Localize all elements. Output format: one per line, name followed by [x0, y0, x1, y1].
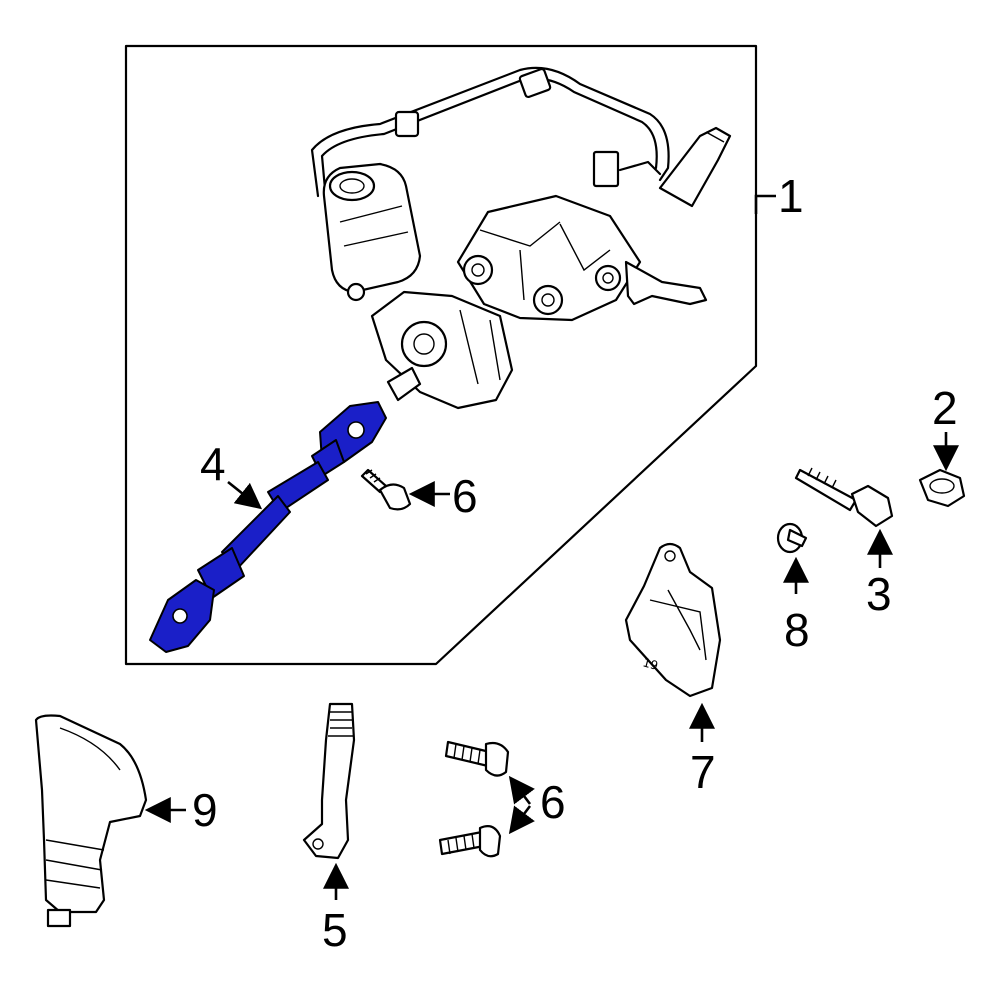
assembly-frame: [124, 44, 758, 666]
callout-5: 5: [322, 904, 348, 956]
boot-seal-9[interactable]: [34, 714, 148, 928]
bolt-6-lower-a[interactable]: [444, 740, 510, 777]
cover-7[interactable]: 19: [624, 542, 722, 698]
intermediate-shaft[interactable]: [149, 401, 387, 653]
lower-shaft-5[interactable]: [302, 702, 356, 860]
callout-1: 1: [778, 170, 804, 222]
bolt-6-upper[interactable]: [360, 468, 412, 511]
bolt-6-lower-b[interactable]: [438, 825, 502, 858]
callout-2: 2: [932, 382, 958, 434]
callout-3: 3: [866, 568, 892, 620]
callout-8: 8: [784, 604, 810, 656]
nut-2[interactable]: [918, 468, 966, 508]
callout-7: 7: [690, 746, 716, 798]
steering-column-assembly[interactable]: [310, 66, 732, 410]
callout-6-lower: 6: [540, 776, 566, 828]
handwritten-mark: 19: [641, 655, 659, 672]
leader-lines: [144, 194, 959, 900]
callout-6-upper: 6: [452, 470, 478, 522]
bolt-8[interactable]: [776, 522, 808, 554]
callout-9: 9: [192, 784, 218, 836]
bolt-3[interactable]: [794, 467, 894, 528]
callout-4: 4: [200, 438, 226, 490]
